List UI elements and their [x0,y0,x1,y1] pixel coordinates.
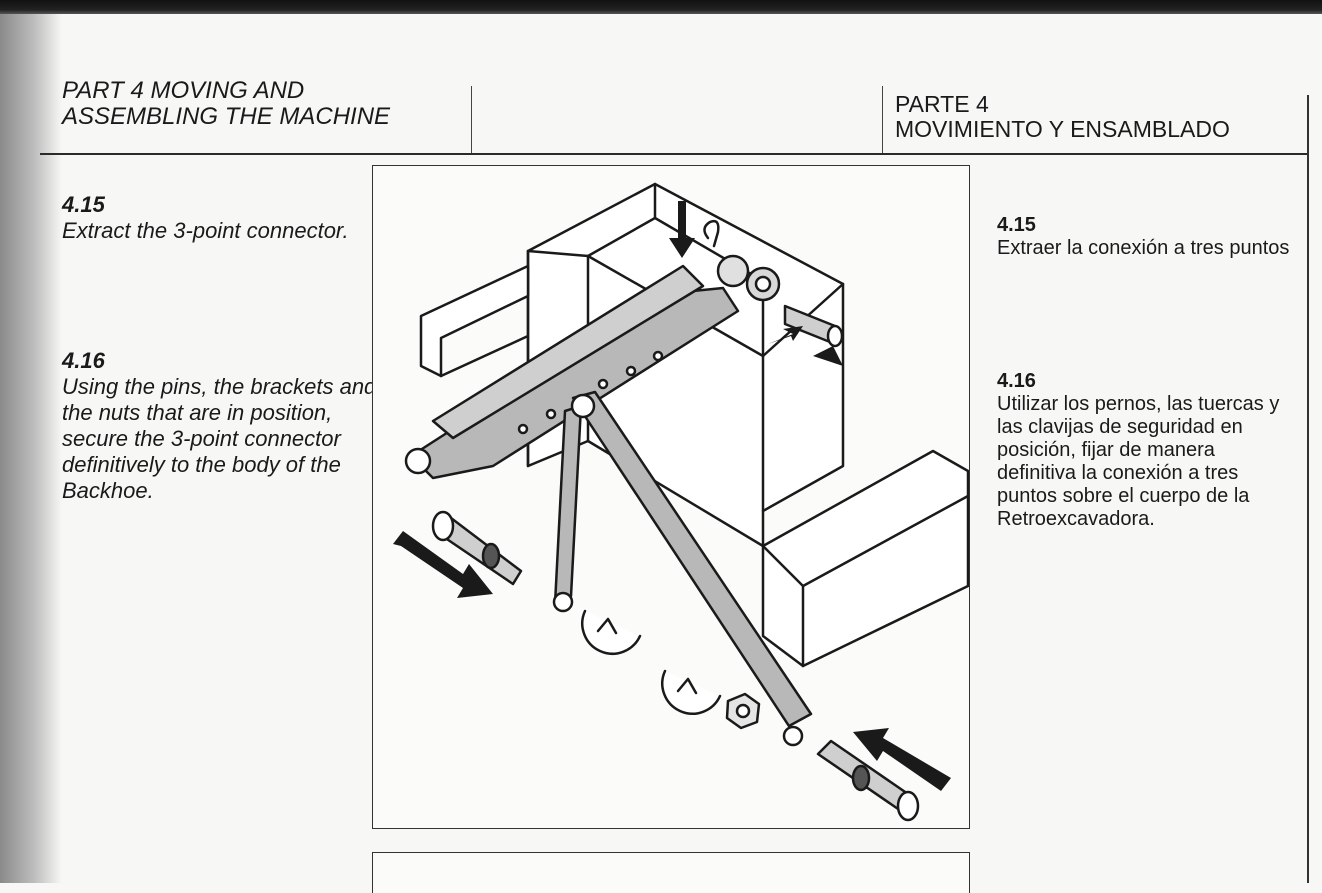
three-point-connector-drawing [393,182,969,822]
spanish-step-4-15: 4.15 Extraer la conexión a tres puntos [997,214,1297,260]
spanish-step-4-16: 4.16 Utilizar los pernos, las tuercas y … [997,370,1297,531]
arrow-icon [853,728,951,791]
header-english-line2: ASSEMBLING THE MACHINE [62,103,391,130]
down-arrow-icon [669,201,695,258]
step-text: Utilizar los pernos, las tuercas y las c… [997,393,1280,530]
header-english-line1: PART 4 MOVING AND [62,77,305,104]
step-number: 4.16 [997,370,1036,392]
arrow-icon [813,346,843,366]
column-divider [471,86,472,154]
arrow-icon [768,326,803,344]
motion-arrows [393,201,951,791]
step-number: 4.15 [997,214,1036,236]
header-spanish-line2: MOVIMIENTO Y ENSAMBLADO [895,116,1230,142]
header-spanish-line1: PARTE 4 [895,91,989,117]
scan-top-edge [0,0,1322,14]
step-text: Extract the 3-point connector. [62,218,349,243]
column-divider [882,86,883,154]
step-number: 4.16 [62,348,105,373]
scan-left-edge [0,14,62,883]
step-text: Extraer la conexión a tres puntos [997,237,1290,259]
top-link-arm [404,254,781,480]
retaining-bracket [581,609,642,655]
assembly-illustration [372,165,970,829]
section-header-english: PART 4 MOVING AND ASSEMBLING THE MACHINE [62,78,482,130]
retaining-bracket [661,669,722,715]
next-illustration-frame [372,852,970,893]
english-step-4-16: 4.16 Using the pins, the brackets and th… [62,348,382,504]
nut [725,692,761,730]
right-pin [816,739,920,822]
header-rule [40,153,1308,155]
step-number: 4.15 [62,192,105,217]
page-right-border [1307,95,1309,883]
english-step-4-15: 4.15 Extract the 3-point connector. [62,192,382,244]
left-pin [431,510,523,586]
section-header-spanish: PARTE 4 MOVIMIENTO Y ENSAMBLADO [895,92,1305,142]
connector-struts [552,390,813,747]
step-text: Using the pins, the brackets and the nut… [62,374,377,503]
arrow-icon [393,531,493,598]
top-pin [703,219,844,348]
